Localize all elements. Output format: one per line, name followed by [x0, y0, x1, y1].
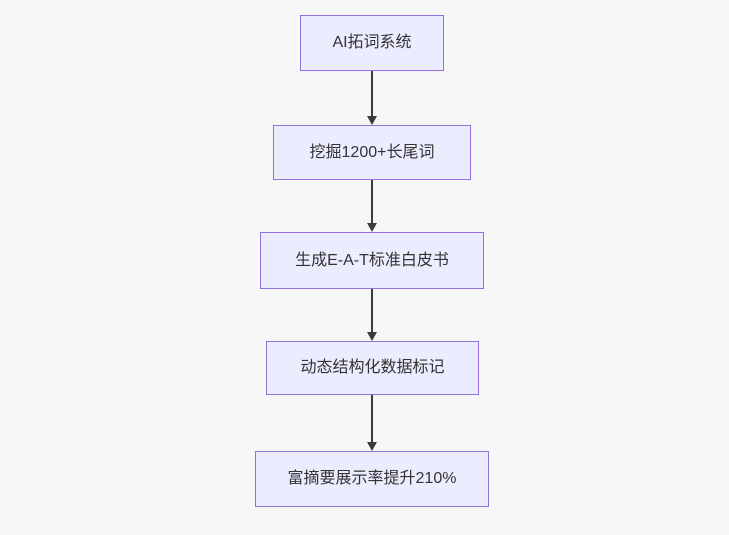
arrow-line: [371, 395, 373, 443]
flow-node-ai-expansion-system: AI拓词系统: [300, 15, 444, 71]
arrow-line: [371, 180, 373, 224]
arrow-line: [371, 289, 373, 333]
flow-edge-b-c: [366, 180, 378, 232]
flow-edge-a-b: [366, 71, 378, 125]
flow-node-label: AI拓词系统: [332, 34, 412, 52]
flow-node-label: 挖掘1200+长尾词: [309, 143, 435, 161]
flow-node-label: 富摘要展示率提升210%: [287, 470, 457, 488]
flow-edge-d-e: [366, 395, 378, 451]
flow-node-label: 生成E-A-T标准白皮书: [295, 251, 449, 269]
arrow-line: [371, 71, 373, 117]
arrow-head-icon: [367, 116, 377, 125]
flow-node-eat-whitepaper: 生成E-A-T标准白皮书: [260, 232, 484, 289]
arrow-head-icon: [367, 332, 377, 341]
flow-node-longtail-mining: 挖掘1200+长尾词: [273, 125, 471, 180]
flow-node-label: 动态结构化数据标记: [300, 359, 445, 377]
flow-node-structured-data-markup: 动态结构化数据标记: [266, 341, 479, 395]
arrow-head-icon: [367, 442, 377, 451]
flow-node-rich-snippet-lift: 富摘要展示率提升210%: [255, 451, 489, 507]
flow-edge-c-d: [366, 289, 378, 341]
arrow-head-icon: [367, 223, 377, 232]
